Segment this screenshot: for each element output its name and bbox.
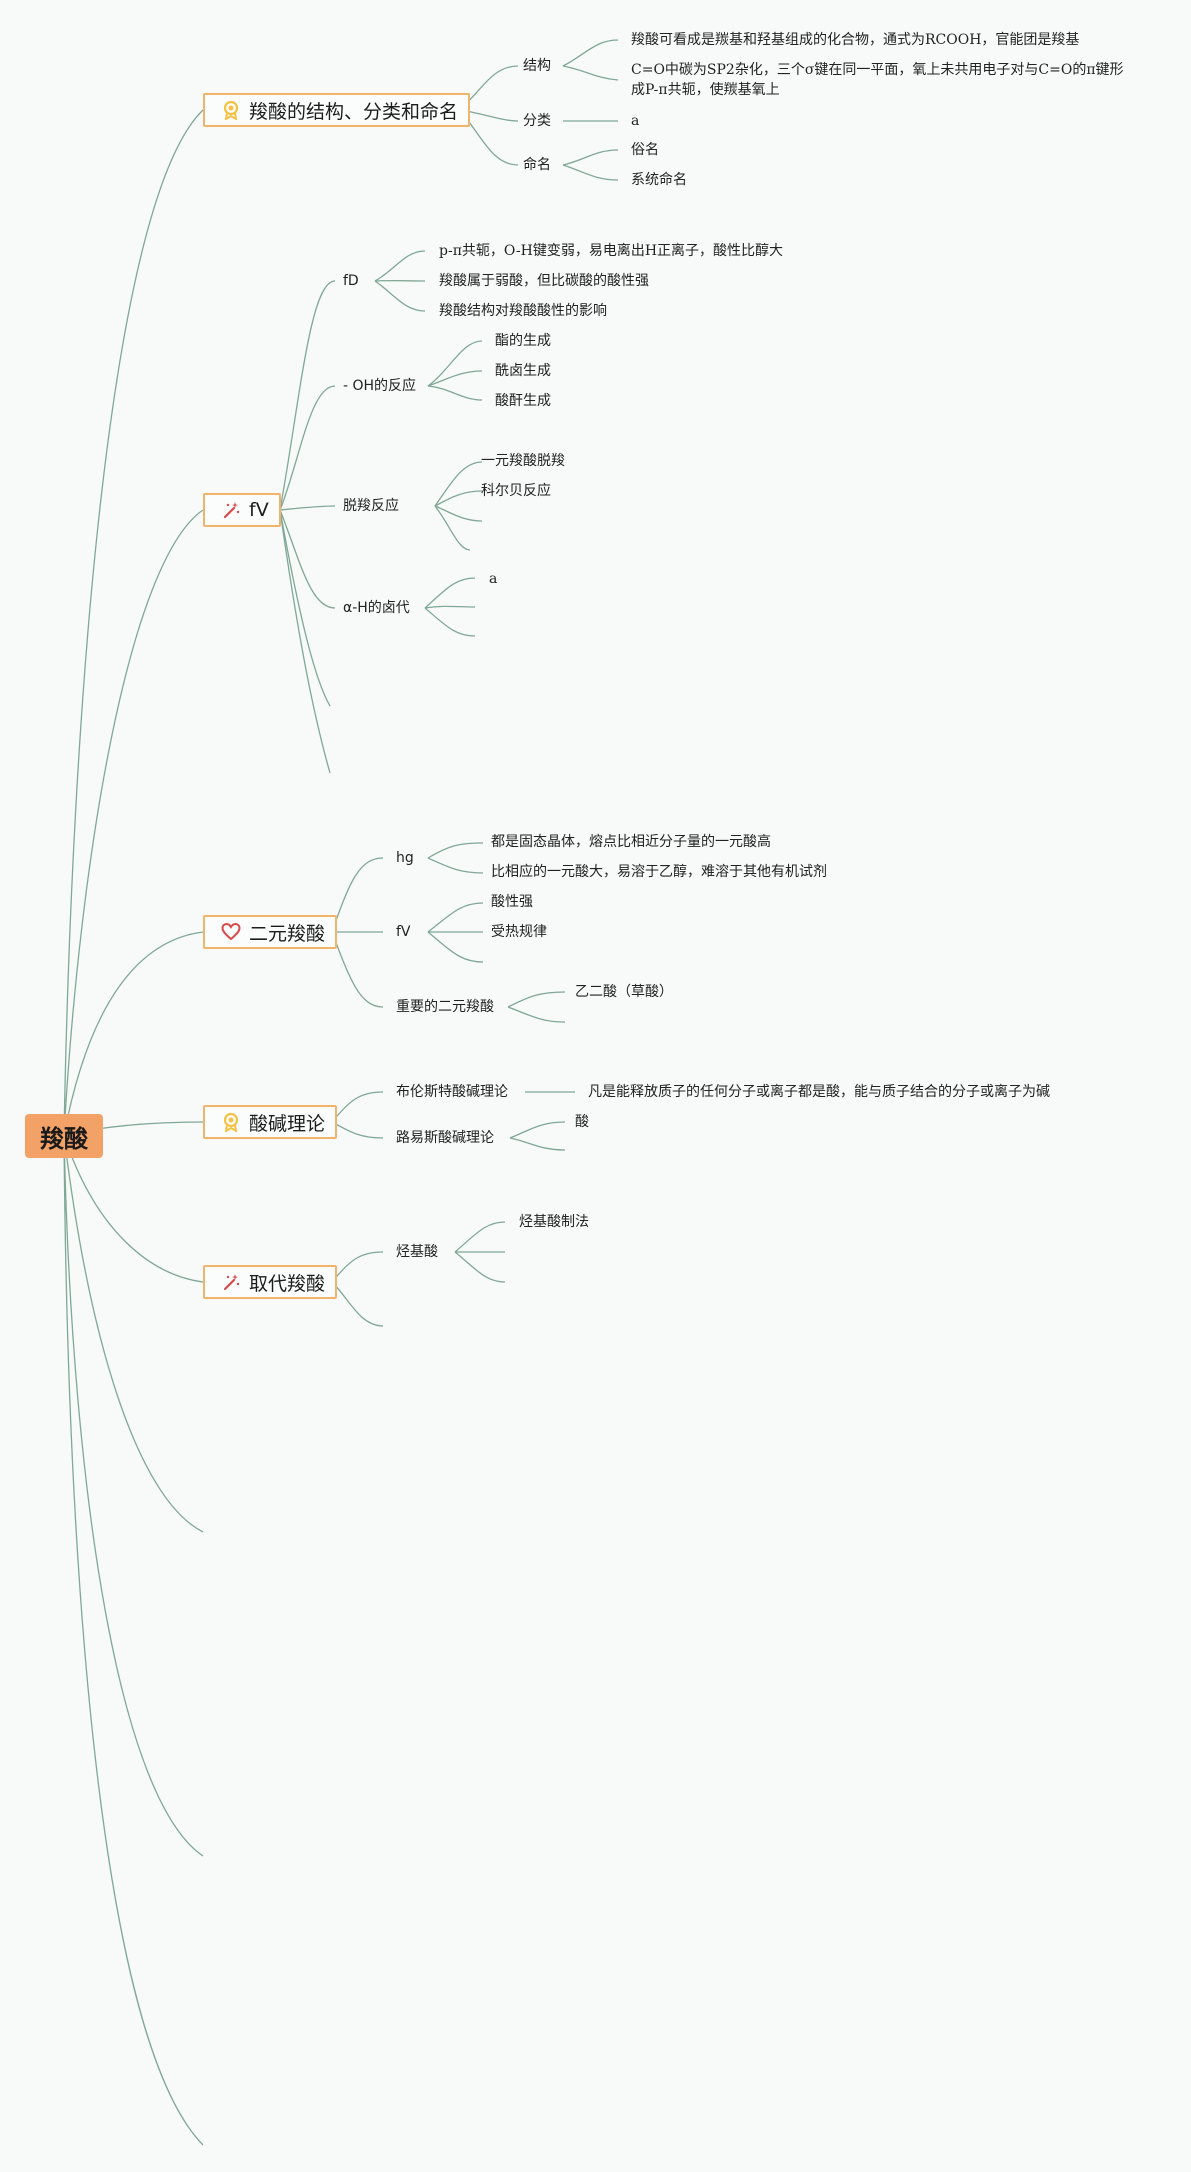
leaf-node[interactable]: 都是固态晶体，熔点比相近分子量的一元酸高 <box>491 834 771 850</box>
leaf-node[interactable]: 羧酸属于弱酸，但比碳酸的酸性强 <box>439 273 649 289</box>
magic-wand-icon <box>221 1272 241 1292</box>
leaf-node[interactable]: a <box>631 113 640 129</box>
leaf-node[interactable]: C=O中碳为SP2杂化，三个σ键在同一平面，氧上未共用电子对与C=O的π键形成P… <box>631 62 1124 98</box>
medal-icon <box>221 1112 241 1132</box>
topic-substituted-carboxylic[interactable]: 取代羧酸 <box>203 1265 338 1299</box>
sub-bronsted-theory[interactable]: 布伦斯特酸碱理论 <box>396 1084 508 1100</box>
leaf-node[interactable]: 凡是能释放质子的任何分子或离子都是酸，能与质子结合的分子或离子为碱 <box>588 1084 1050 1100</box>
topic-label: fV <box>249 499 269 521</box>
leaf-node[interactable]: 羧酸可看成是羰基和羟基组成的化合物，通式为RCOOH，官能团是羧基 <box>631 32 1080 48</box>
sub-hydroxy-acid[interactable]: 烃基酸 <box>396 1244 438 1260</box>
leaf-node[interactable]: 酰卤生成 <box>495 363 551 379</box>
leaf-node[interactable]: 烃基酸制法 <box>519 1214 589 1230</box>
leaf-node[interactable]: 酸酐生成 <box>495 393 551 409</box>
sub-lewis-theory[interactable]: 路易斯酸碱理论 <box>396 1130 494 1146</box>
sub-naming[interactable]: 命名 <box>523 157 551 173</box>
leaf-node[interactable]: 酯的生成 <box>495 333 551 349</box>
leaf-node[interactable]: 系统命名 <box>631 172 687 188</box>
magic-wand-icon <box>221 500 241 520</box>
leaf-node[interactable]: 一元羧酸脱羧 <box>481 453 565 469</box>
sub-alpha-h-halogenation[interactable]: α-H的卤代 <box>343 600 410 616</box>
leaf-node[interactable]: 科尔贝反应 <box>481 483 551 499</box>
root-label: 羧酸 <box>40 1124 88 1153</box>
sub-chemical-properties[interactable]: fV <box>396 924 411 940</box>
topic-label: 酸碱理论 <box>249 1112 326 1135</box>
topic-dicarboxylic-acid[interactable]: 二元羧酸 <box>203 915 338 949</box>
topic-label: 二元羧酸 <box>249 922 326 945</box>
sub-important-dicarboxylic[interactable]: 重要的二元羧酸 <box>396 999 494 1015</box>
heart-icon <box>221 922 241 942</box>
sub-structure[interactable]: 结构 <box>523 58 551 74</box>
sub-classification[interactable]: 分类 <box>523 113 551 129</box>
medal-icon <box>221 100 241 120</box>
sub-acidity[interactable]: fD <box>343 273 359 289</box>
topic-label: 羧酸的结构、分类和命名 <box>249 100 459 123</box>
sub-decarboxylation[interactable]: 脱羧反应 <box>343 498 399 514</box>
topic-label: 取代羧酸 <box>249 1272 326 1295</box>
leaf-node[interactable]: 酸 <box>575 1114 589 1130</box>
root-topic[interactable]: 羧酸 <box>25 1114 103 1158</box>
leaf-node[interactable]: p-π共轭，O-H键变弱，易电离出H正离子，酸性比醇大 <box>439 243 784 259</box>
sub-physical-properties[interactable]: hg <box>396 850 414 866</box>
leaf-node[interactable]: 比相应的一元酸大，易溶于乙醇，难溶于其他有机试剂 <box>491 864 827 880</box>
leaf-node[interactable]: 乙二酸（草酸） <box>575 984 673 1000</box>
leaf-node[interactable]: 受热规律 <box>491 924 547 940</box>
topic-acid-base-theory[interactable]: 酸碱理论 <box>203 1105 338 1139</box>
leaf-node[interactable]: 俗名 <box>631 142 659 158</box>
sub-oh-reaction[interactable]: - OH的反应 <box>343 378 417 394</box>
leaf-node[interactable]: a <box>489 571 498 587</box>
leaf-node[interactable]: 羧酸结构对羧酸酸性的影响 <box>439 303 607 319</box>
topic-structure-classification-naming[interactable]: 羧酸的结构、分类和命名 <box>203 93 471 127</box>
leaf-node[interactable]: 酸性强 <box>491 894 533 910</box>
topic-properties[interactable]: fV <box>203 493 281 527</box>
